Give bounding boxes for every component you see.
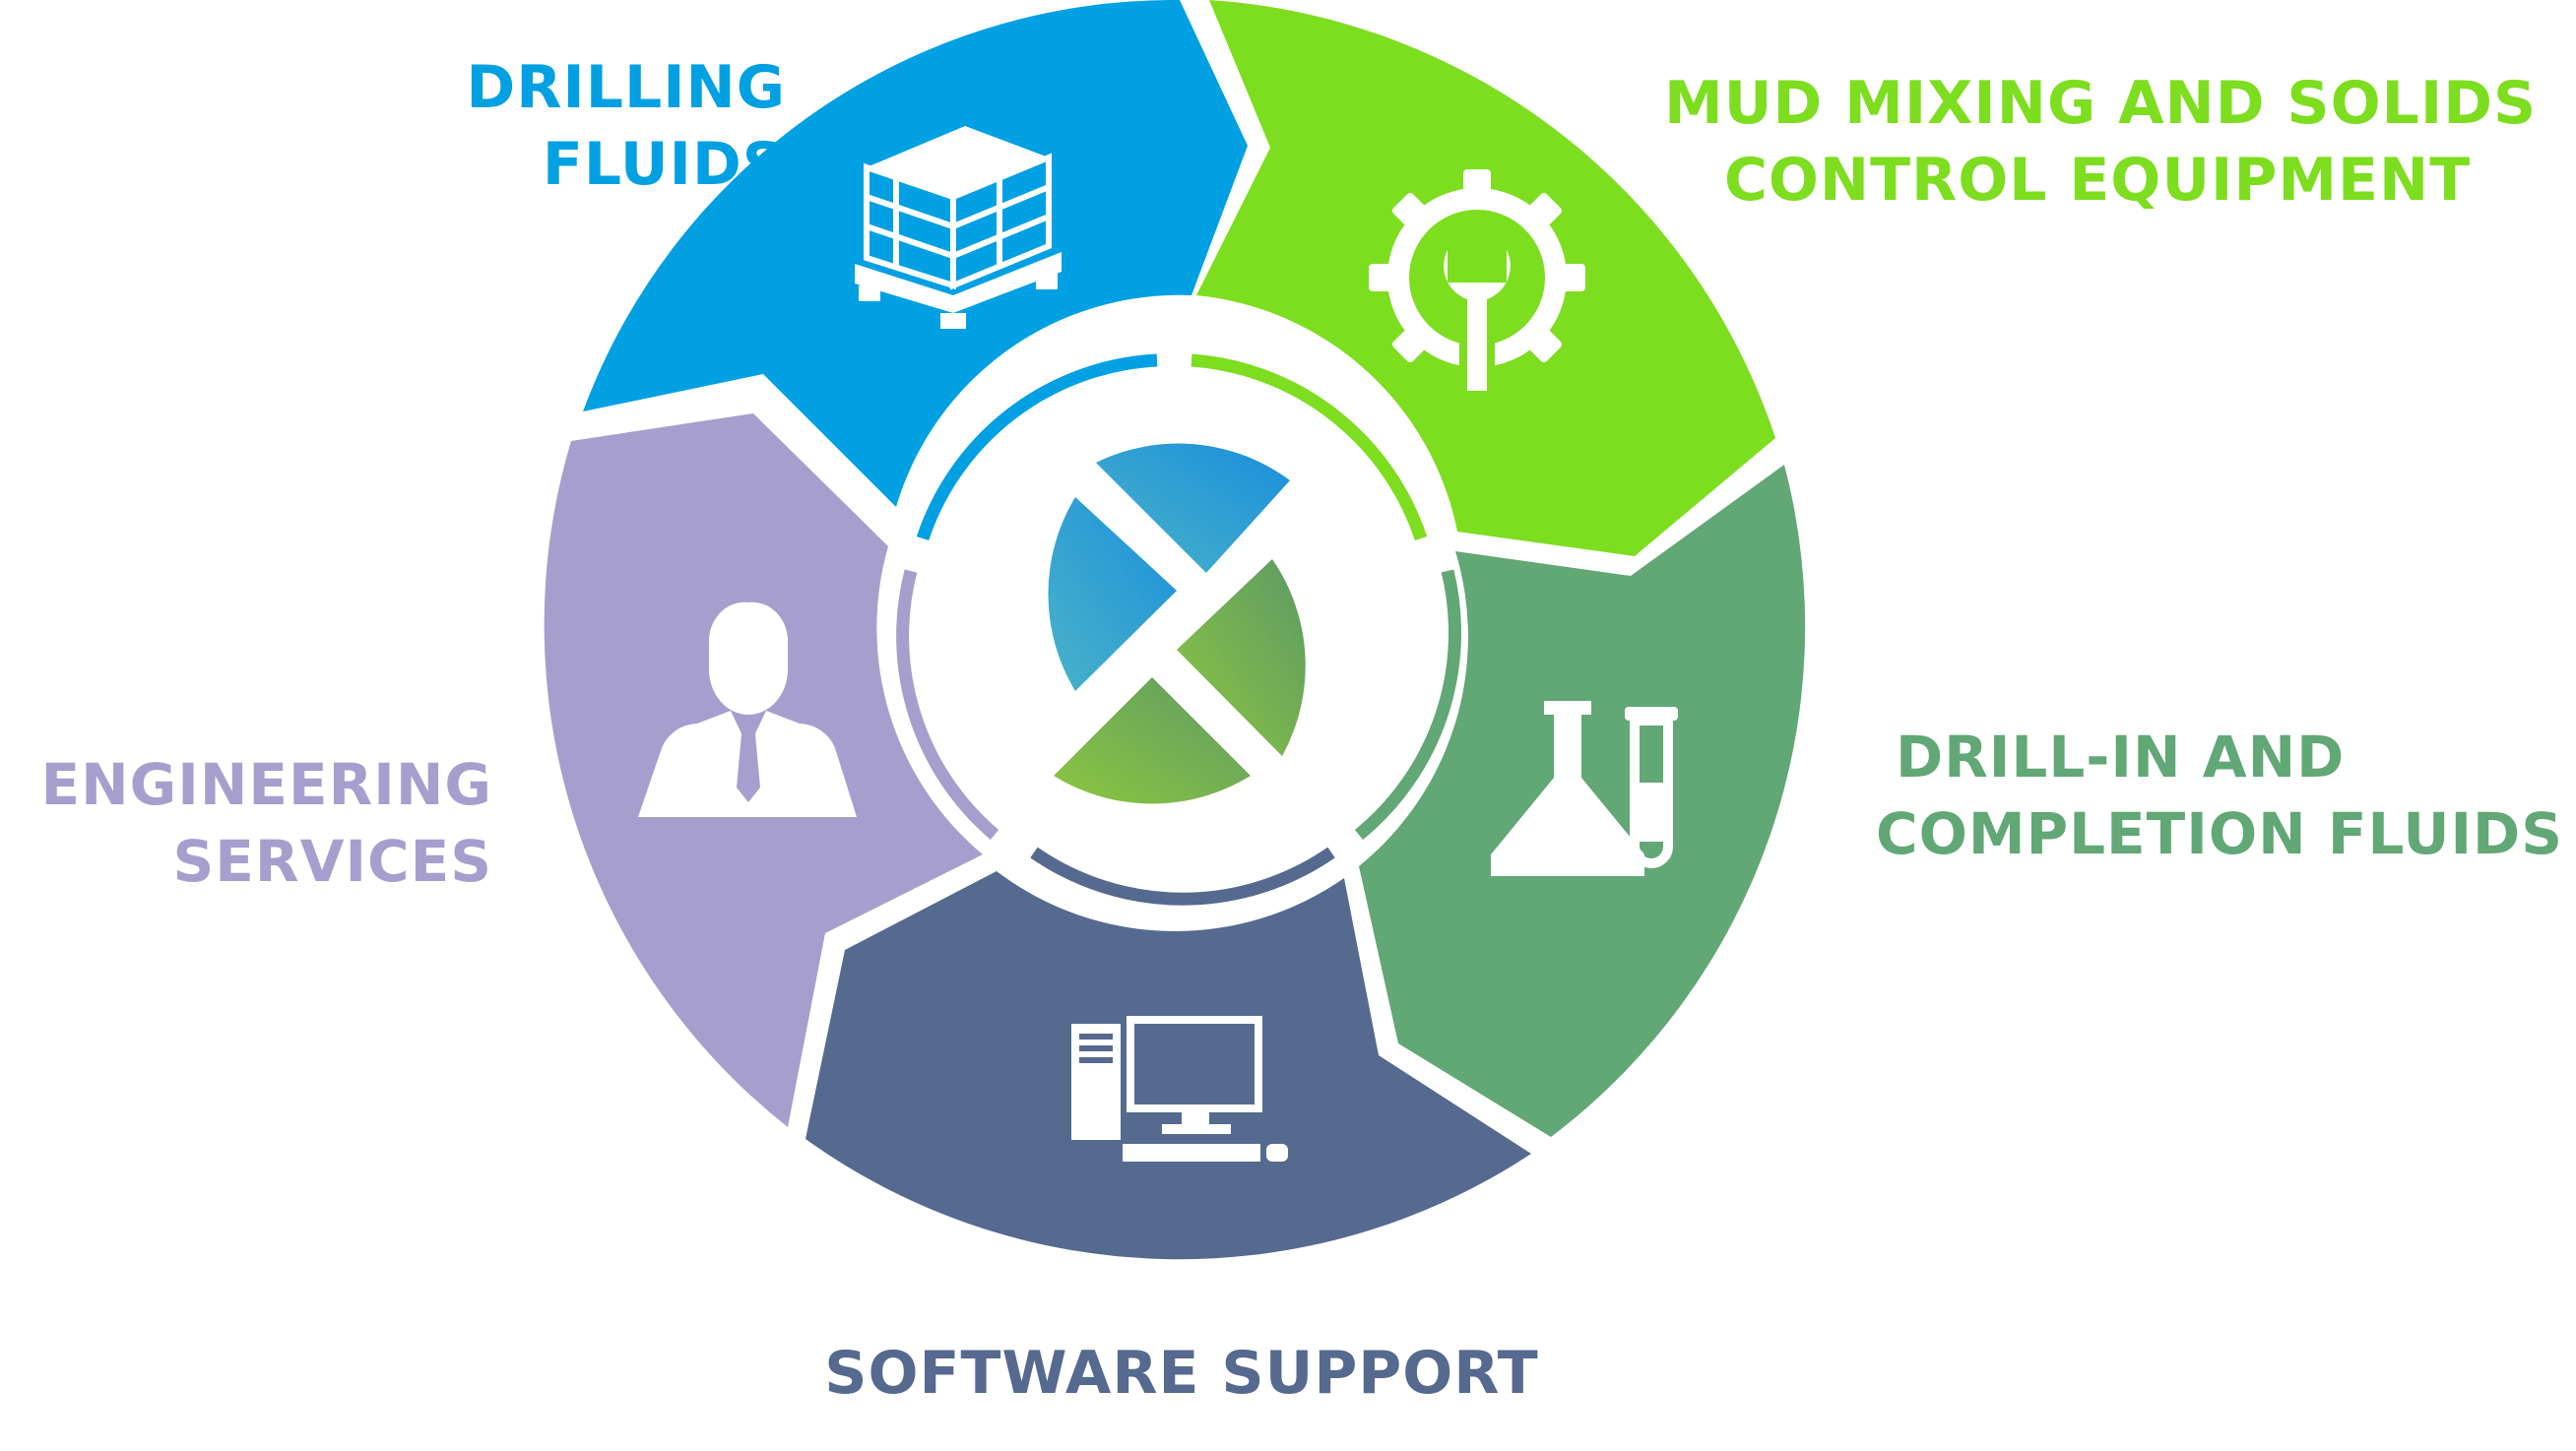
businessman-icon xyxy=(638,601,857,817)
label-line: DRILL-IN AND xyxy=(1896,724,2346,790)
label-line: FLUIDS xyxy=(542,130,786,199)
company-logo-icon xyxy=(953,409,1396,852)
flask-test-tube-icon xyxy=(1491,701,1678,876)
computer-icon xyxy=(1071,1016,1288,1162)
label-mud-mixing: MUD MIXING AND SOLIDS CONTROL EQUIPMENT xyxy=(1664,65,2538,219)
label-line: CONTROL EQUIPMENT xyxy=(1723,146,2472,215)
label-line: ENGINEERING xyxy=(40,751,492,818)
label-line: DRILLING xyxy=(466,53,786,122)
label-software-support: SOFTWARE SUPPORT xyxy=(748,1335,1615,1412)
label-line: MUD MIXING AND SOLIDS xyxy=(1664,69,2538,138)
gear-wrench-icon xyxy=(1369,169,1585,401)
label-line: SERVICES xyxy=(172,828,492,895)
label-drilling-fluids: DRILLING FLUIDS xyxy=(431,49,786,203)
inner-ring xyxy=(896,353,1461,906)
label-engineering-services: ENGINEERING SERVICES xyxy=(0,746,492,900)
label-drill-in-completion: DRILL-IN AND COMPLETION FLUIDS xyxy=(1876,719,2576,872)
label-line: COMPLETION FLUIDS xyxy=(1876,800,2563,867)
segment-software-support xyxy=(805,871,1531,1260)
label-line: SOFTWARE SUPPORT xyxy=(824,1339,1539,1408)
segment-drilling-fluids xyxy=(583,0,1248,507)
pallet-boxes-icon xyxy=(855,126,1062,329)
